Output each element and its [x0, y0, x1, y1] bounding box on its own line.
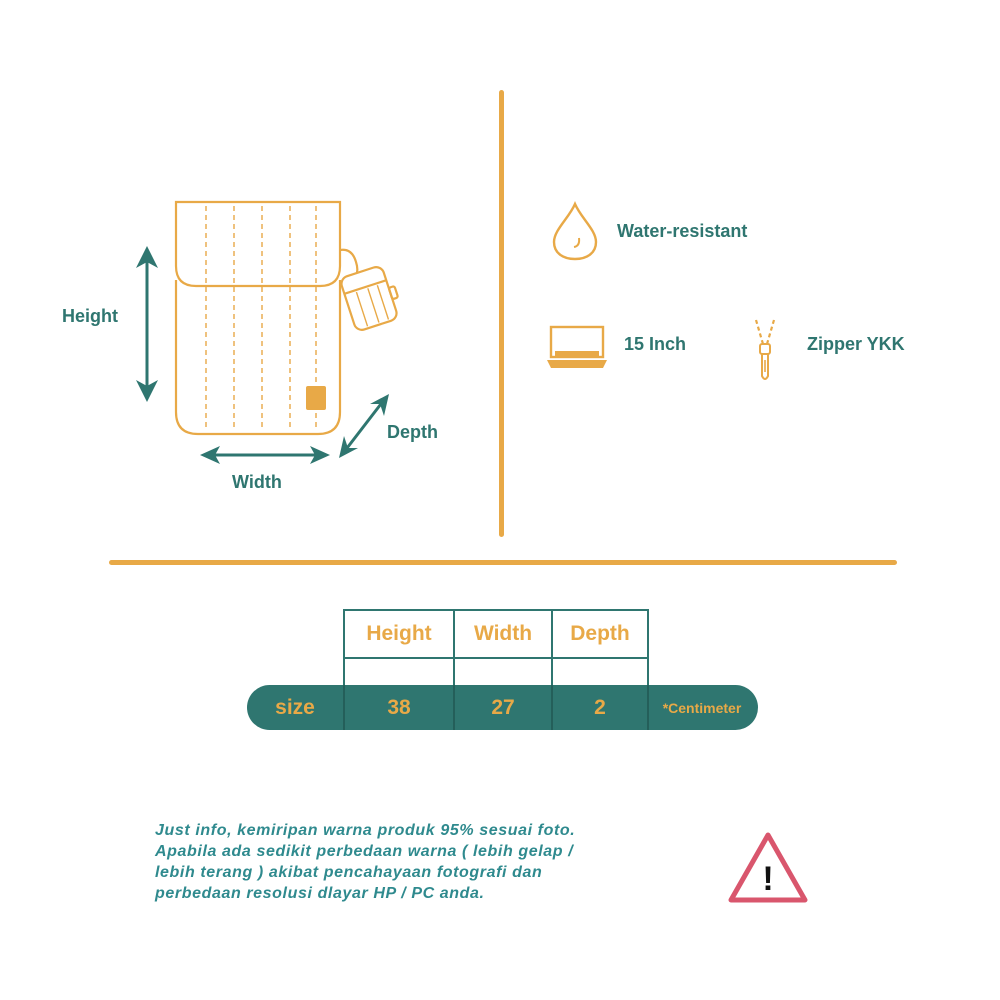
height-arrow-icon: [136, 246, 158, 402]
note-line: perbedaan resolusi dlayar HP / PC anda.: [155, 885, 485, 902]
height-label: Height: [62, 306, 118, 326]
column-gap-height: [343, 657, 455, 687]
note-line: Just info, kemiripan warna produk 95% se…: [155, 822, 576, 839]
size-table: Height Width Depth size 38 27 2 *Centime…: [247, 609, 759, 731]
feature-laptop-size: 15 Inch: [624, 334, 687, 354]
laptop-icon: [547, 325, 607, 368]
warning-mark: !: [762, 860, 773, 898]
header-width: Width: [453, 609, 553, 659]
size-bar: [247, 685, 758, 730]
feature-zipper: Zipper YKK: [807, 334, 905, 354]
column-gap-depth: [551, 657, 649, 687]
width-label: Width: [232, 472, 282, 492]
note-line: lebih terang ) akibat pencahayaan fotogr…: [155, 864, 543, 881]
color-disclaimer-note: Just info, kemiripan warna produk 95% se…: [155, 820, 725, 904]
value-width: 27: [453, 685, 551, 730]
zipper-icon: [754, 319, 776, 380]
column-gap-width: [453, 657, 553, 687]
header-depth: Depth: [551, 609, 649, 659]
unit-label: *Centimeter: [662, 699, 742, 716]
note-line: Apabila ada sedikit perbedaan warna ( le…: [155, 843, 574, 860]
value-height: 38: [343, 685, 453, 730]
header-height: Height: [343, 609, 455, 659]
horizontal-divider: [109, 560, 897, 565]
feature-water-resistant: Water-resistant: [617, 221, 748, 241]
size-row-label: size: [275, 695, 315, 719]
value-depth: 2: [551, 685, 649, 730]
width-arrow-icon: [200, 446, 330, 464]
bag-illustration: [174, 200, 399, 436]
depth-arrow-icon: [339, 394, 389, 458]
water-drop-icon: [552, 200, 598, 261]
vertical-divider: [499, 90, 504, 537]
warning-triangle-icon: !: [728, 832, 808, 903]
depth-label: Depth: [387, 422, 438, 442]
logo-patch: [306, 386, 326, 410]
